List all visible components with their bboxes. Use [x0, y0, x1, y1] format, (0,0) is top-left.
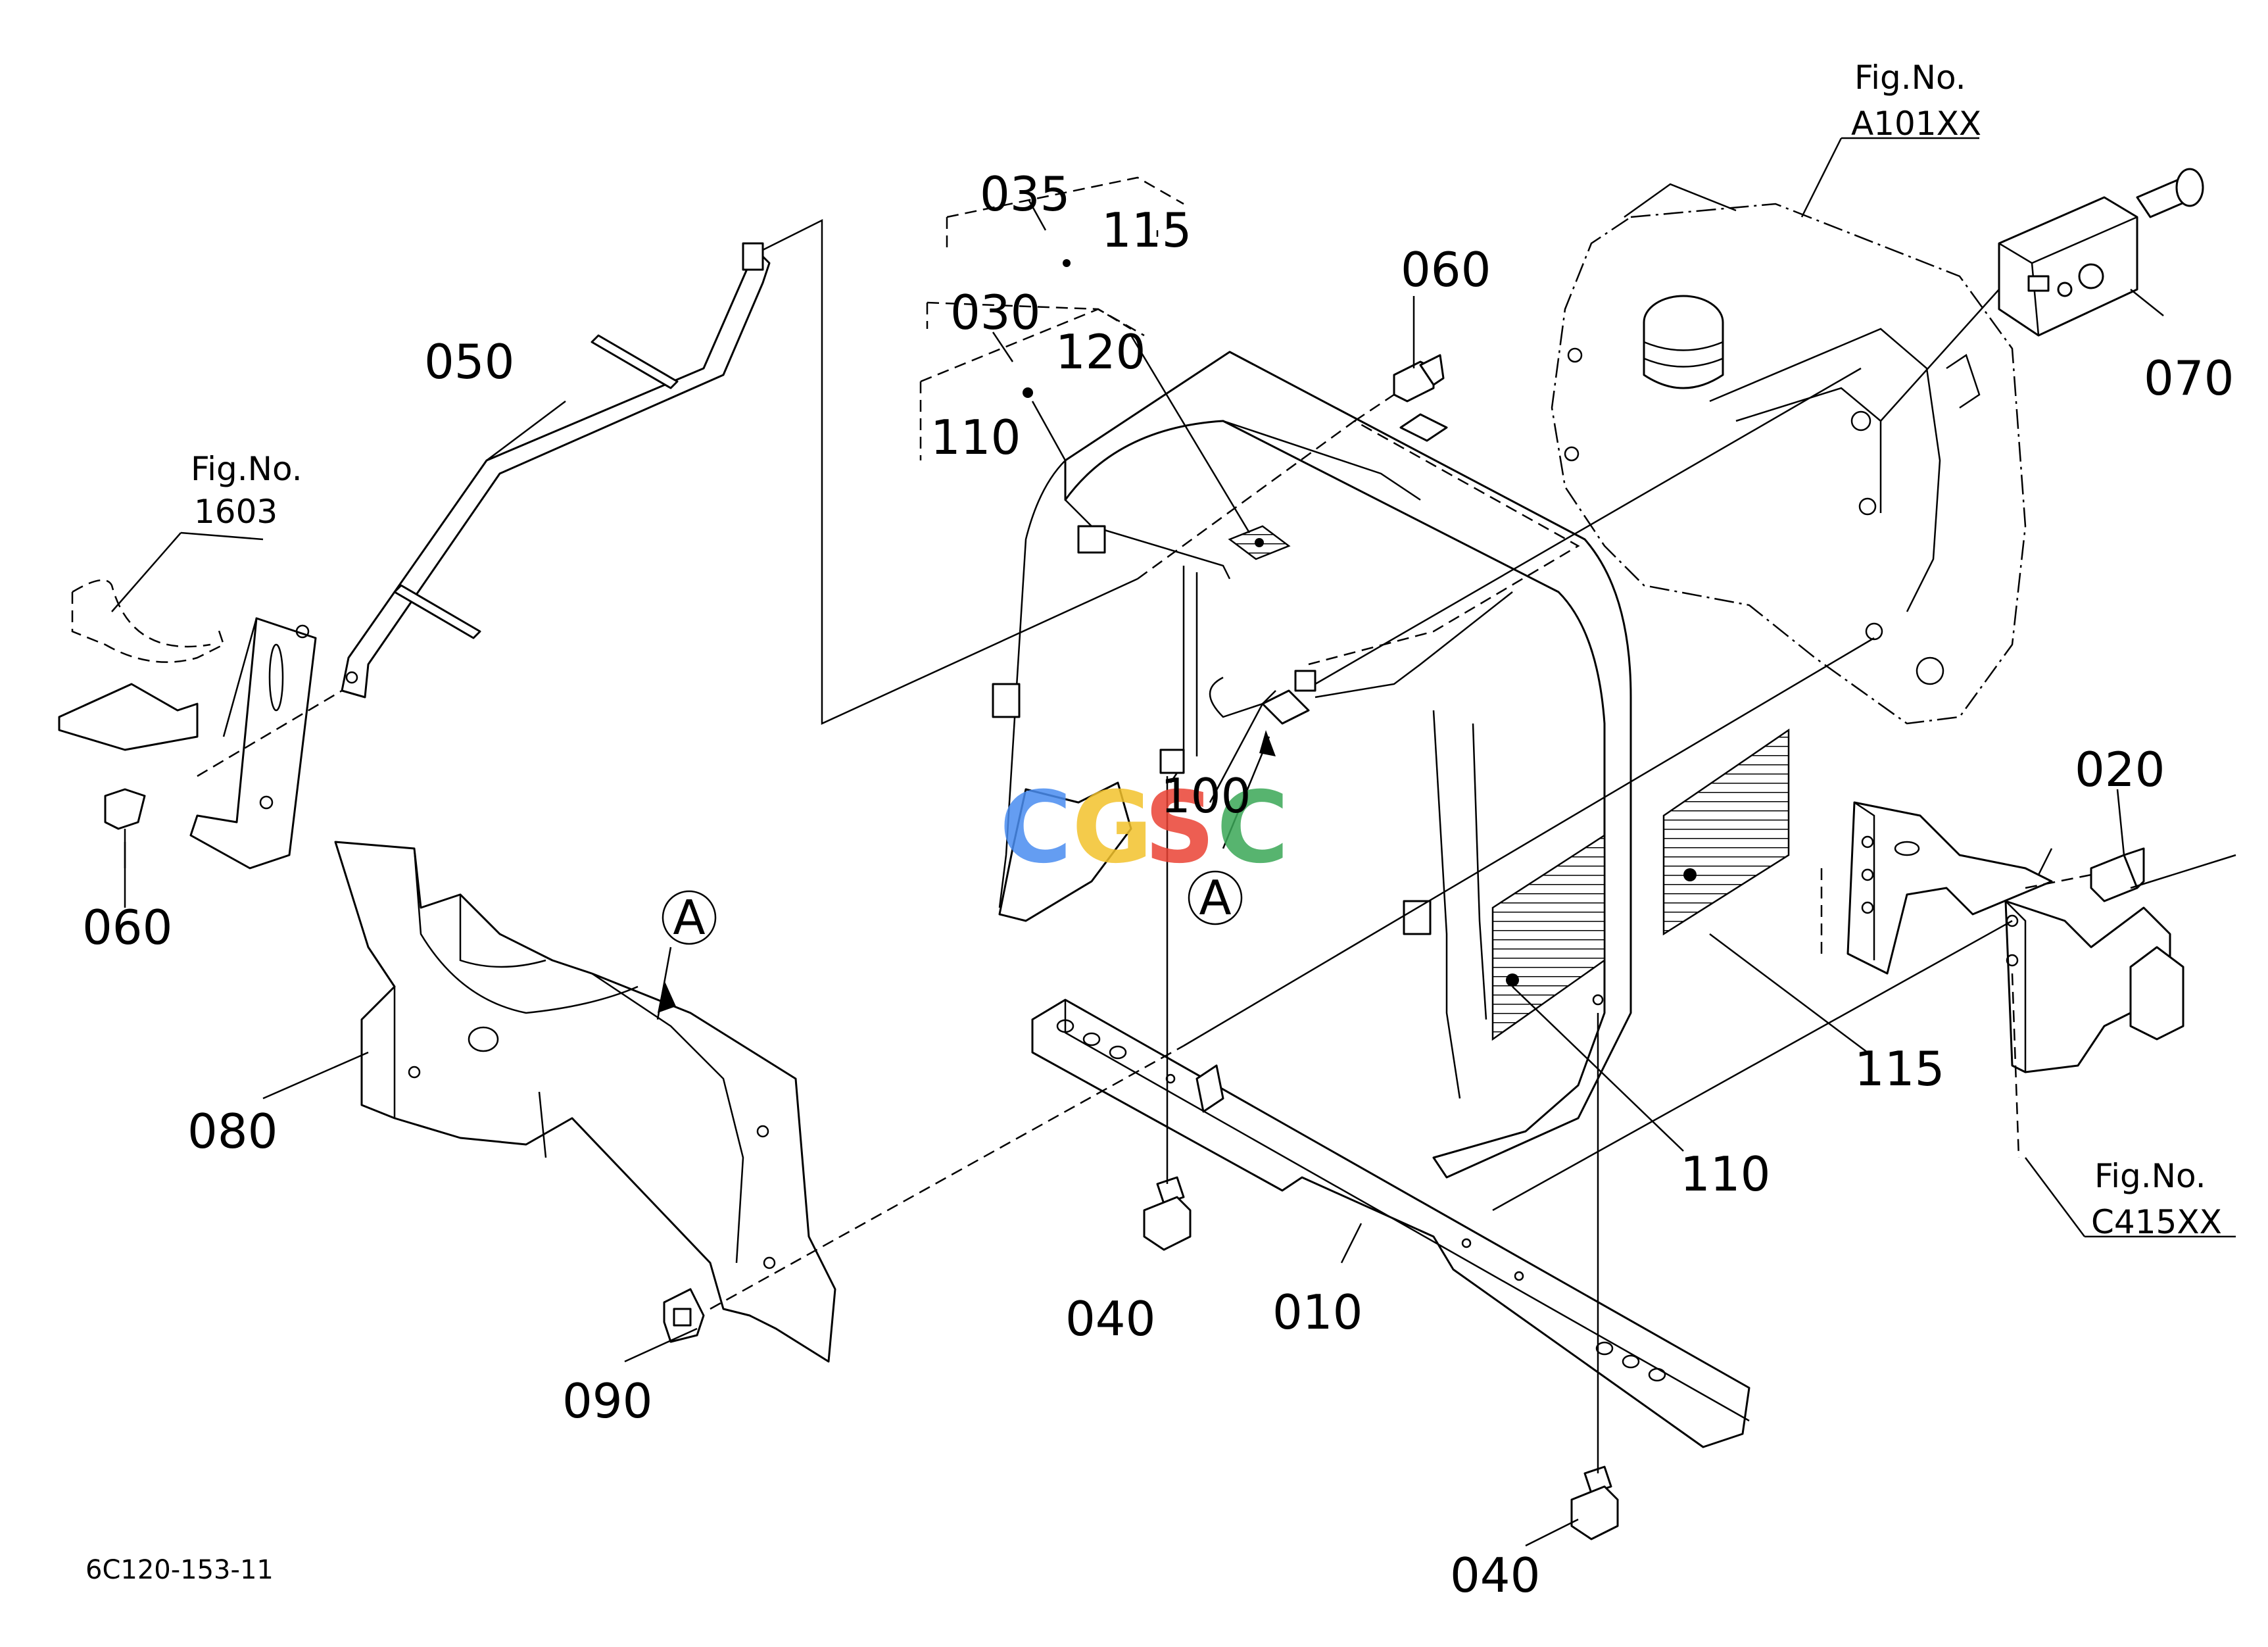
view-marker-a-center: A: [1188, 870, 1243, 925]
callout-040-bottom: 040: [1450, 1548, 1540, 1603]
callout-050: 050: [424, 334, 514, 389]
bolt-060-top: [1393, 354, 1445, 403]
stay-050: [341, 242, 771, 699]
bolt-040-bottom: [1570, 1465, 1619, 1540]
bracket-070: [1998, 168, 2204, 337]
assembly-lines: [197, 218, 2236, 1473]
callout-010: 010: [1272, 1285, 1363, 1340]
watermark-letter: S: [1144, 771, 1215, 885]
cover-080: [334, 841, 836, 1363]
svg-text:A: A: [673, 890, 705, 945]
callout-leaders: [111, 137, 2236, 1547]
svg-text:A: A: [1199, 870, 1231, 925]
fig-ref-number: 1603: [194, 493, 277, 531]
fig-ref-label: Fig.No.: [191, 450, 302, 488]
fig-ref-a101xx: Fig.No. A101XX: [1851, 59, 1981, 143]
bracket-fig-c415xx: [1820, 801, 2184, 1158]
callout-070: 070: [2144, 351, 2234, 406]
watermark-letter: C: [1000, 771, 1072, 885]
fig-ref-number: C415XX: [2091, 1203, 2222, 1241]
callout-110-top: 110: [930, 410, 1021, 465]
callout-035: 035: [980, 166, 1070, 222]
callout-040-mid: 040: [1065, 1291, 1155, 1346]
callout-080: 080: [187, 1104, 277, 1159]
clip-090: [663, 1288, 705, 1343]
callout-030: 030: [950, 285, 1040, 340]
watermark: C G S C: [1000, 771, 1289, 885]
fig-ref-1603: Fig.No. 1603: [191, 450, 302, 531]
document-code: 6C120-153-11: [85, 1555, 274, 1585]
fig-ref-c415xx: Fig.No. C415XX: [2091, 1157, 2222, 1241]
callout-090: 090: [562, 1373, 652, 1429]
callout-115-right: 115: [1854, 1041, 1944, 1096]
callout-100: 100: [1161, 768, 1251, 823]
callout-060-left: 060: [82, 900, 172, 955]
callout-120: 120: [1055, 324, 1146, 380]
callout-115-top: 115: [1101, 203, 1192, 258]
bolt-040-mid: [1143, 1176, 1192, 1251]
callouts: 035 115 030 120 110 050 060 060 070 020 …: [82, 166, 2234, 1603]
fig-ref-label: Fig.No.: [2094, 1157, 2206, 1195]
fig-ref-label: Fig.No.: [1854, 59, 1966, 97]
view-marker-a-left: A: [662, 890, 717, 945]
frame-010: [1031, 998, 1750, 1448]
watermark-letter: C: [1217, 771, 1289, 885]
fig-ref-number: A101XX: [1851, 105, 1981, 143]
callout-060-top: 060: [1401, 242, 1491, 297]
bracket-fig-1603: [58, 579, 317, 870]
bolt-020: [2090, 847, 2145, 902]
fuel-tank: [1551, 183, 2027, 725]
watermark-letter: G: [1072, 771, 1153, 885]
callout-020: 020: [2075, 742, 2165, 797]
shroud-housing: [992, 351, 1790, 1179]
callout-110-right: 110: [1680, 1146, 1770, 1202]
clip-100: [1209, 676, 1310, 725]
